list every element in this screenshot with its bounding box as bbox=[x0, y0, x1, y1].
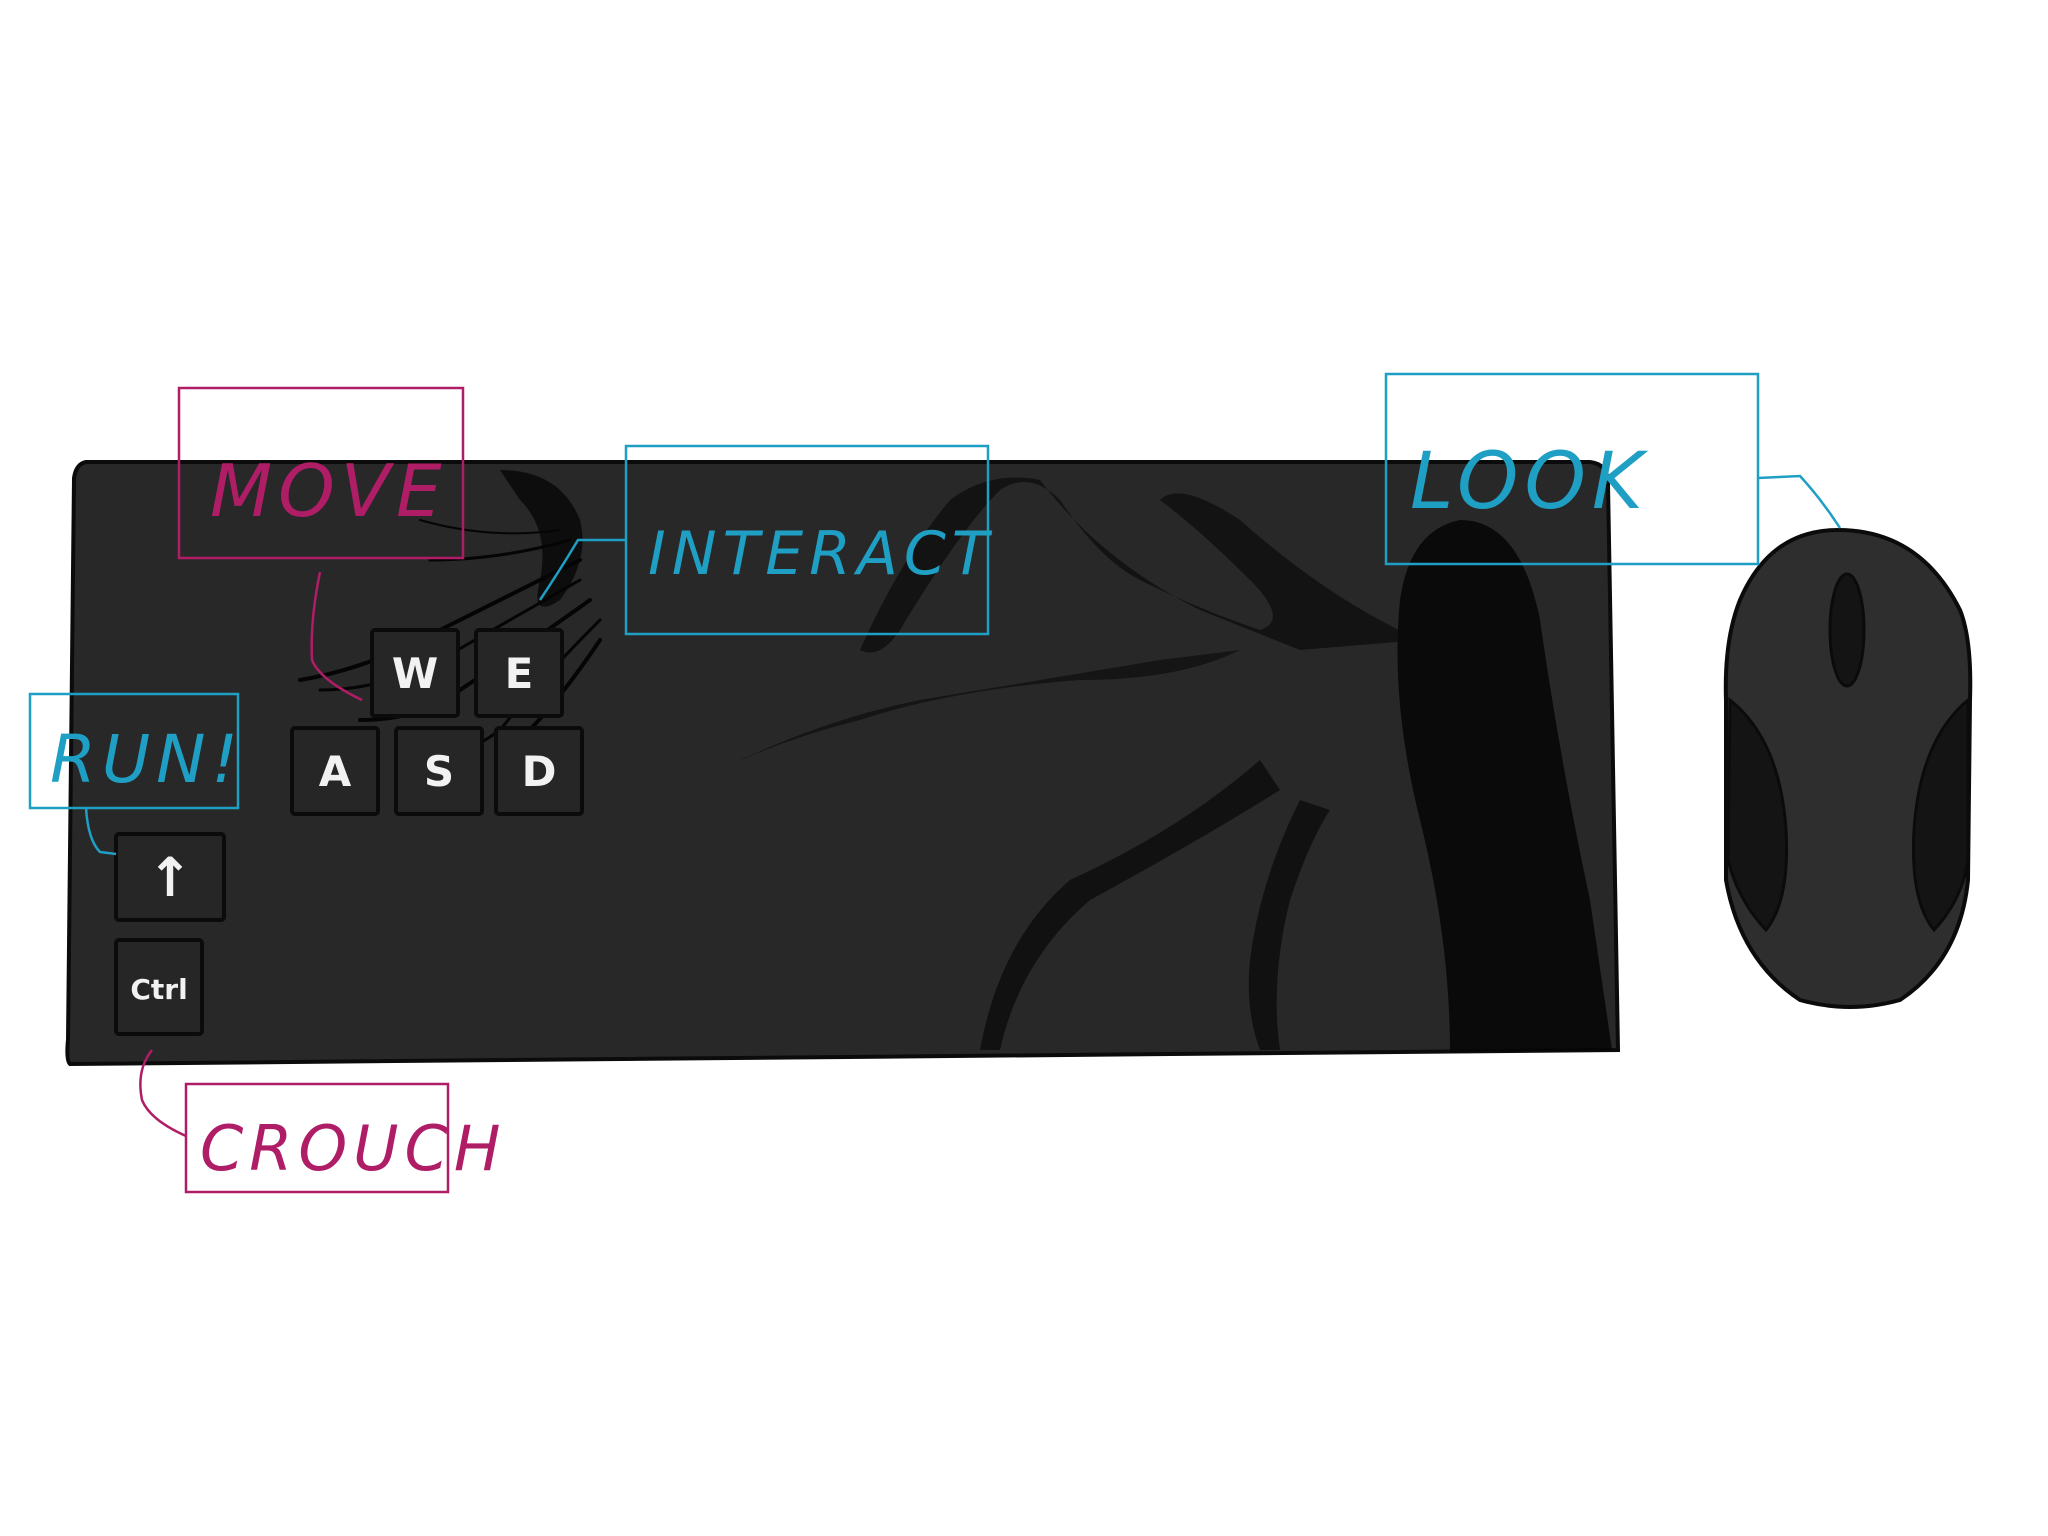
crouch-label: CROUCH bbox=[200, 1112, 506, 1185]
key-w[interactable]: W bbox=[370, 628, 460, 718]
look-label: LOOK bbox=[1410, 437, 1649, 527]
up-arrow-icon: ↑ bbox=[147, 846, 192, 909]
key-d-label: D bbox=[522, 747, 557, 796]
run-label: RUN! bbox=[50, 721, 244, 798]
keyboard: W E A S D ↑ Ct bbox=[65, 460, 1621, 1067]
key-w-label: W bbox=[392, 649, 438, 698]
creature-leg-right bbox=[1248, 800, 1330, 1050]
mouse-scroll-wheel[interactable] bbox=[1828, 572, 1866, 688]
key-s[interactable]: S bbox=[394, 726, 484, 816]
key-ctrl[interactable]: Ctrl bbox=[114, 938, 204, 1036]
creature-leg-left bbox=[980, 760, 1280, 1050]
key-d[interactable]: D bbox=[494, 726, 584, 816]
creature-tendril-top bbox=[500, 470, 583, 607]
move-label: MOVE bbox=[210, 449, 448, 533]
annotation-look: LOOK bbox=[1384, 372, 1842, 566]
annotation-move: MOVE bbox=[177, 386, 465, 702]
mouse-right-grip bbox=[1911, 696, 1970, 933]
key-e[interactable]: E bbox=[474, 628, 564, 718]
creature-arm-upper bbox=[860, 477, 1420, 653]
key-e-label: E bbox=[505, 649, 534, 698]
keyboard-body bbox=[65, 460, 1621, 1067]
mouse-left-grip bbox=[1726, 696, 1789, 933]
key-ctrl-label: Ctrl bbox=[130, 973, 187, 1006]
annotation-run: RUN! bbox=[28, 692, 244, 856]
mouse[interactable] bbox=[1723, 527, 1973, 1009]
creature-arm-lower bbox=[720, 650, 1240, 770]
key-up-arrow[interactable]: ↑ bbox=[114, 832, 226, 922]
interact-label: INTERACT bbox=[648, 519, 994, 589]
key-a[interactable]: A bbox=[290, 726, 380, 816]
creature-body bbox=[1397, 520, 1612, 1052]
key-a-label: A bbox=[319, 747, 352, 796]
mouse-body bbox=[1723, 527, 1973, 1009]
key-s-label: S bbox=[424, 747, 454, 796]
annotation-interact: INTERACT bbox=[538, 444, 994, 636]
creature-shadow-art bbox=[500, 470, 1612, 1052]
annotation-crouch: CROUCH bbox=[139, 1049, 506, 1194]
